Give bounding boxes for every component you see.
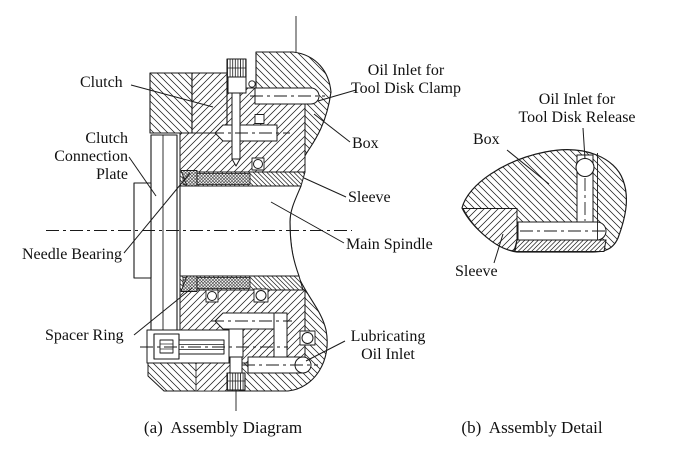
label-spacer-ring: Spacer Ring (45, 327, 124, 344)
main-spindle-section (179, 185, 302, 277)
clutch-section-left (149, 72, 193, 134)
label-box-a: Box (352, 135, 379, 152)
label-line: Clutch (85, 130, 128, 147)
leader-clutch (130, 84, 214, 108)
label-lubricating-oil-inlet: Lubricating Oil Inlet (338, 328, 438, 364)
ball-top (253, 159, 263, 169)
leader-oil-inlet-clamp (317, 89, 357, 102)
leader-box-a (313, 113, 351, 143)
label-needle-bearing: Needle Bearing (22, 246, 122, 263)
label-box-b: Box (473, 131, 500, 148)
label-line: Tool Disk Release (518, 109, 636, 126)
oring-top (248, 80, 256, 88)
leader-spacer-ring (133, 287, 193, 336)
needle-bearing-bottom (180, 275, 198, 292)
detail-oil-inlet-port (575, 157, 595, 178)
label-line: Tool Disk Clamp (351, 80, 461, 97)
label-line: Connection (54, 148, 128, 165)
ball-bottom-left (207, 291, 217, 301)
caption-panel-b: (b) Assembly Detail (461, 418, 603, 437)
leader-needle-bearing (123, 172, 191, 254)
vertical-oil-passage (273, 312, 288, 358)
leader-clutch-connection-plate (128, 156, 157, 197)
label-main-spindle: Main Spindle (346, 236, 433, 253)
ball-bottom-mid (255, 290, 267, 301)
detail-sleeve-strip (514, 239, 607, 252)
needle-bearing-top (180, 170, 198, 187)
oil-channel-lower (214, 312, 283, 330)
label-line: Oil Inlet for (367, 62, 445, 79)
leader-sleeve-a (303, 177, 347, 198)
caption-panel-a: (a) Assembly Diagram (143, 418, 303, 437)
needle-roller-band-bottom (182, 277, 251, 289)
detail-sleeve-wedge (462, 208, 518, 252)
leader-sleeve-b (493, 233, 504, 264)
centerlines (46, 95, 606, 366)
leader-lines (123, 84, 586, 362)
bottom-bolt-head (226, 372, 246, 391)
label-sleeve-b: Sleeve (455, 263, 498, 280)
panel-b-drawing (461, 149, 628, 253)
label-line: Oil Inlet for (538, 91, 616, 108)
top-bolt-pocket (227, 76, 247, 94)
label-line: Lubricating (350, 328, 426, 345)
label-oil-inlet-clamp: Oil Inlet for Tool Disk Clamp (340, 62, 472, 98)
bottom-bolt-pocket (229, 356, 243, 374)
panel-a-drawing (133, 51, 332, 392)
seal-square-top (254, 114, 265, 124)
top-bolt-tip (231, 158, 241, 167)
label-line: Plate (96, 166, 128, 183)
hex-bolt-head (153, 333, 180, 360)
label-clutch: Clutch (80, 74, 123, 91)
needle-roller-band-top (182, 173, 251, 185)
bottom-bolt-rod (228, 328, 244, 358)
clutch-connection-plate (150, 134, 178, 334)
leader-oil-inlet-release (582, 127, 586, 160)
leader-main-spindle (270, 201, 345, 244)
label-clutch-connection-plate: Clutch Connection Plate (35, 130, 128, 184)
leader-lubricating (305, 340, 346, 362)
leader-box-b (506, 149, 550, 185)
label-oil-inlet-release: Oil Inlet for Tool Disk Release (506, 91, 648, 127)
hex-bolt-socket (159, 339, 174, 354)
ball-bottom-right (301, 332, 314, 344)
label-line: Oil Inlet (361, 346, 415, 363)
centerline-stubs (235, 16, 297, 411)
label-sleeve-a: Sleeve (348, 189, 391, 206)
top-bolt-rod (231, 92, 241, 160)
